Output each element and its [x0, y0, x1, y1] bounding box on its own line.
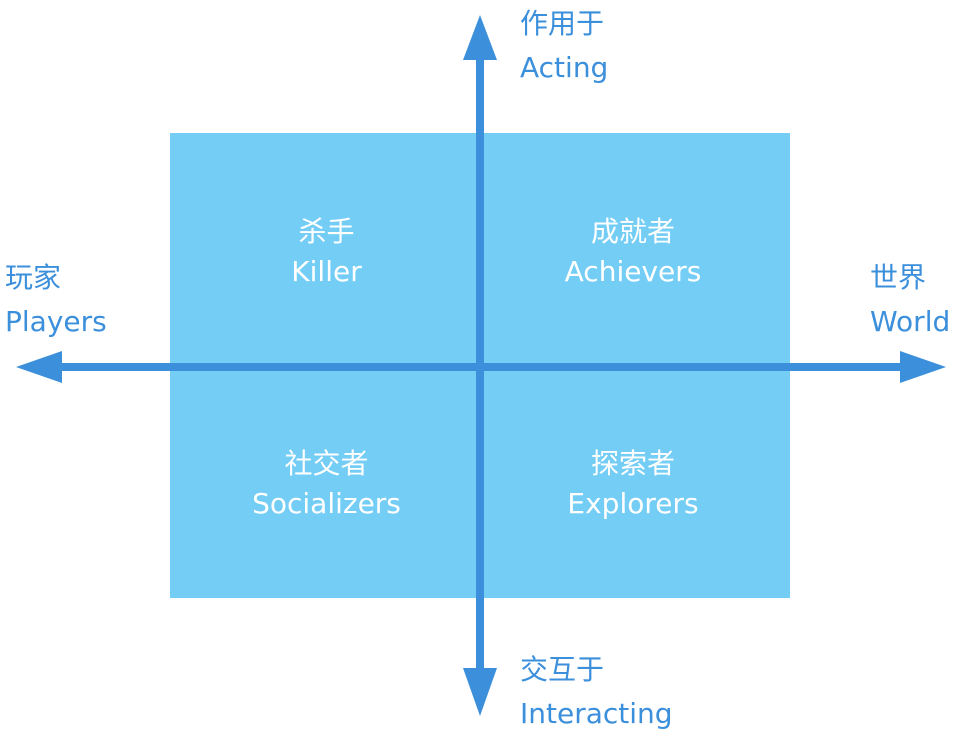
socializers-label-en: Socializers	[252, 487, 401, 520]
killer-label-en: Killer	[291, 255, 362, 288]
acting-label-zh: 作用于	[520, 7, 605, 40]
axis-label-interacting: 交互于 Interacting	[520, 648, 673, 736]
explorers-label-zh: 探索者	[590, 447, 675, 480]
world-label-en: World	[870, 305, 951, 338]
socializers-label-zh: 社交者	[284, 447, 369, 480]
achievers-label-en: Achievers	[564, 255, 702, 288]
quadrant-killer	[170, 133, 483, 365]
arrow-down-icon	[463, 668, 497, 716]
achievers-label: 成就者 Achievers	[483, 212, 783, 292]
axis-label-players: 玩家 Players	[5, 256, 107, 344]
axis-label-world: 世界 World	[870, 256, 950, 344]
socializers-label: 社交者 Socializers	[170, 444, 483, 524]
interacting-label-zh: 交互于	[520, 653, 605, 686]
quadrant-achievers	[483, 133, 790, 365]
players-label-zh: 玩家	[5, 261, 62, 294]
arrow-right-icon	[900, 351, 946, 383]
explorers-label: 探索者 Explorers	[483, 444, 783, 524]
world-label-zh: 世界	[870, 261, 927, 294]
explorers-label-en: Explorers	[567, 487, 699, 520]
acting-label-en: Acting	[520, 51, 609, 84]
killer-label: 杀手 Killer	[170, 212, 483, 292]
arrow-up-icon	[463, 15, 497, 60]
arrow-left-icon	[16, 351, 62, 383]
quadrant-socializers	[170, 365, 483, 598]
interacting-label-en: Interacting	[520, 697, 673, 730]
achievers-label-zh: 成就者	[590, 215, 675, 248]
quadrant-explorers	[483, 365, 790, 598]
killer-label-zh: 杀手	[298, 215, 355, 248]
axis-label-acting: 作用于 Acting	[520, 2, 608, 90]
players-label-en: Players	[5, 305, 107, 338]
